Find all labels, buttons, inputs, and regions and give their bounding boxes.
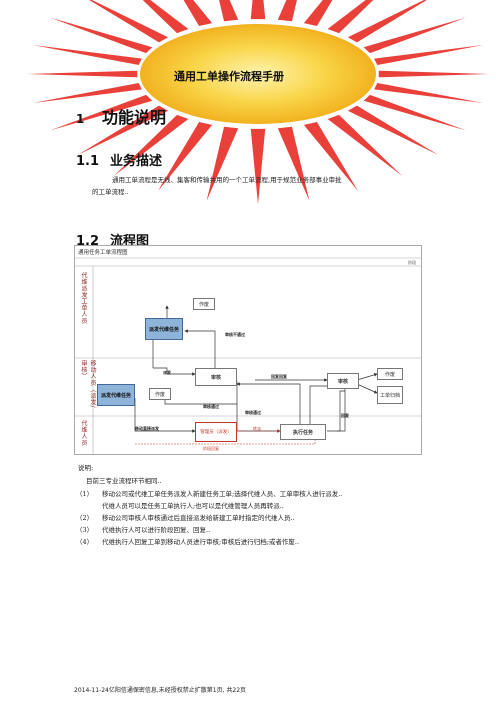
sun-ray (89, 0, 169, 43)
sun-ray (49, 17, 153, 54)
lane-label-mobile: 移动人员（派发/审核） (80, 360, 96, 409)
label-return-reply: 回复回复 (271, 374, 287, 379)
label-review-fail: 审核不通过 (225, 332, 245, 337)
sun-ray (303, 122, 359, 192)
sun-ray (113, 114, 189, 176)
sun-ray (32, 83, 142, 103)
business-description-line1: 通用工单流程是无线、集客和传输共用的一个工单流程,用于规范业务部事业审批 (112, 176, 342, 184)
review-box-right: 审核 (327, 373, 359, 389)
flowchart-figure: 通用任务工单流程图 阶段 (74, 245, 422, 455)
list-item: （1） 移动公司或代维工单任务派发人新建任务工单;选择代维人员、工单审核人进行派发… (76, 488, 436, 500)
sun-ray (250, 128, 266, 205)
void-box-mid: 作废 (149, 388, 171, 400)
sun-ray (77, 105, 169, 156)
sun-ray (378, 70, 489, 78)
label-review-pass: 审核通过 (203, 404, 219, 409)
list-item: （2） 移动公司审核人审核通过后直接派发给新建工单时指定的代维人员.. (76, 512, 436, 524)
lane-label-dispatcher: 代维派发工单人员 (80, 272, 87, 324)
label-transfer: 转派 (253, 426, 261, 431)
section-1-heading: 1 功能说明 (76, 104, 166, 128)
list-item: （3） 代维执行人可以进行阶段回复、回复.. (76, 524, 436, 536)
document-title: 通用工单操作流程手册 (174, 70, 284, 83)
item-number: （3） (76, 526, 94, 534)
flowchart-title: 通用任务工单流程图 (78, 250, 128, 256)
phase-tag: 阶段 (408, 260, 416, 265)
section-number: 1 (76, 112, 85, 126)
sun-ray (250, 0, 266, 20)
section-number: 1.1 (76, 154, 100, 169)
sun-ray (327, 114, 403, 176)
list-item: （4） 代维执行人回复工单到移动人员进行审核;审核后进行归档;或者作废.. (76, 536, 436, 548)
archive-box: 工单归档 (377, 386, 403, 404)
sun-ray (27, 70, 138, 78)
manager-dispatch-box: 管理员（派发） (195, 422, 237, 442)
item-text: 移动公司或代维工单任务派发人新建任务工单;选择代维人员、工单审核人进行派发.. (102, 490, 343, 498)
dispatch-task-box: 派发代维任务 (145, 318, 183, 340)
sun-ray (277, 126, 310, 201)
item-text: 代维执行人回复工单到移动人员进行审核;审核后进行归档;或者作废.. (102, 538, 300, 546)
execute-task-box: 执行任务 (280, 424, 326, 440)
item-text: 代维执行人可以进行阶段回复、回复.. (102, 526, 211, 534)
item-text: 移动公司审核人审核通过后直接派发给新建工单时指定的代维人员.. (102, 514, 295, 522)
label-phase-reply: 阶段回复 (203, 446, 219, 451)
sun-ray (374, 83, 484, 103)
sun-ray (157, 122, 213, 192)
notes-intro: 目前三专业流程环节相同.. (86, 477, 162, 485)
label-mobile-direct: 移动直接派发 (135, 426, 159, 431)
label-dispatch: 派发 (163, 370, 171, 375)
item-number: （4） (76, 538, 94, 546)
mobile-dispatch-box: 派发代维任务 (97, 384, 135, 406)
sun-ray (32, 45, 142, 65)
sun-ray (206, 126, 239, 201)
sun-ray (277, 0, 297, 22)
sun-ray (374, 45, 484, 65)
page-dot: . (72, 48, 74, 54)
review-box-mid: 审核 (195, 368, 237, 386)
sun-ray (363, 94, 467, 131)
label-reply: 回复 (341, 413, 349, 418)
lane-label-maintainer: 代维人员 (80, 420, 87, 446)
sun-ray (327, 0, 374, 34)
item-number: （1） (76, 490, 94, 498)
sun-ray (303, 0, 333, 26)
sun-ray (142, 0, 189, 34)
void-box-top: 作废 (193, 298, 215, 310)
sun-ray (363, 17, 467, 54)
section-title: 功能说明 (102, 108, 167, 127)
sunburst-background (27, 0, 489, 205)
item-number: （2） (76, 514, 94, 522)
sun-ray (347, 0, 427, 43)
list-item-continuation: 代维人员可以是任务工单执行人;也可以是代维管理人员再转派.. (102, 502, 284, 510)
flowchart-lines (75, 257, 421, 454)
section-1-1-heading: 1.1 业务描述 (76, 150, 162, 169)
label-review-pass-2: 审核通过 (245, 410, 261, 415)
page-footer: 2014-11-24亿阳信通保密信息,未经授权禁止扩散第1页, 共22页 (74, 687, 247, 694)
void-box-right: 作废 (377, 368, 403, 380)
section-title: 业务描述 (110, 154, 163, 169)
sun-ray (219, 0, 239, 22)
sun-ray (183, 0, 213, 26)
notes-list: （1） 移动公司或代维工单任务派发人新建任务工单;选择代维人员、工单审核人进行派发… (76, 488, 436, 548)
notes-label: 说明: (78, 464, 94, 472)
sun-ray (347, 105, 439, 156)
business-description-line2: 的工单流程.. (92, 188, 129, 196)
sun-ray (49, 94, 153, 131)
